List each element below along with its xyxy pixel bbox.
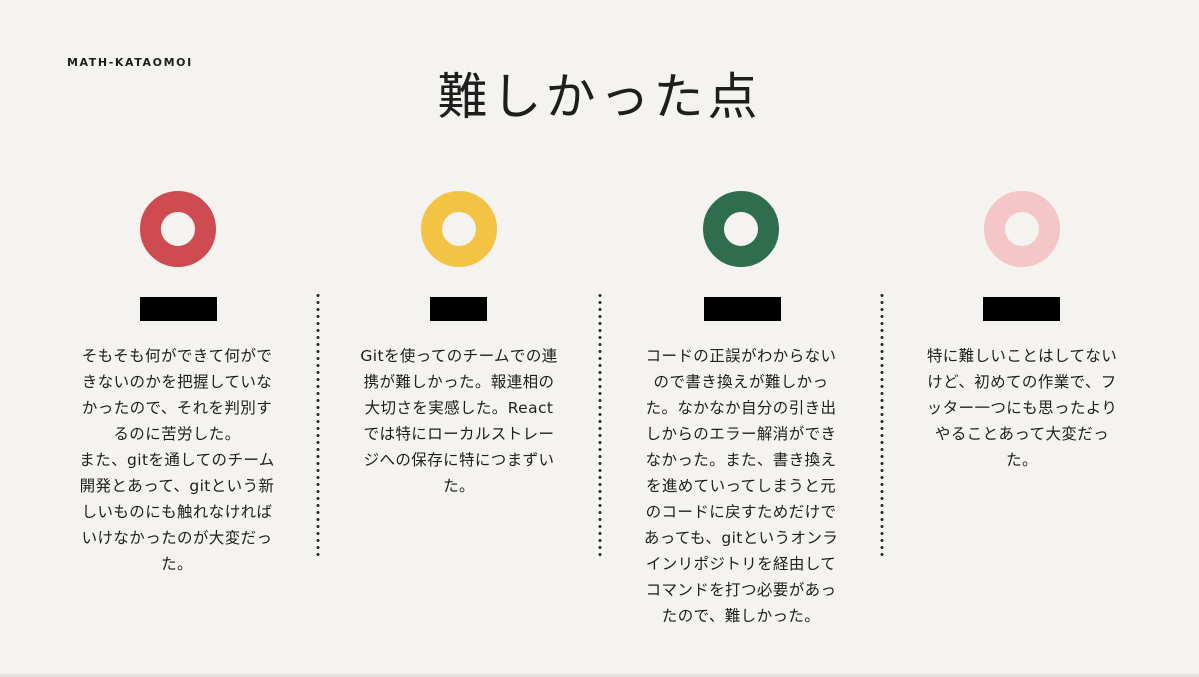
page-title: 難しかった点: [437, 68, 762, 126]
dotted-separator-3: [880, 292, 884, 556]
brand-label: MATH-KATAOMOI: [67, 56, 193, 69]
ring-icon-red: [140, 191, 216, 267]
column-text-1: そもそも何ができて何がで きないのかを把握していな かったので、それを判別す る…: [79, 347, 275, 573]
dotted-separator-2: [598, 292, 602, 556]
ring-icon-yellow: [421, 191, 497, 267]
redacted-name-3: [704, 297, 781, 321]
dotted-separator-1: [316, 292, 320, 556]
redacted-name-1: [140, 297, 217, 321]
column-text-3: コードの正誤がわからない ので書き換えが難しかっ た。なかなか自分の引き出 しか…: [643, 347, 839, 625]
redacted-name-2: [430, 297, 487, 321]
column-text-4: 特に難しいことはしてない けど、初めての作業で、フ ッター一つにも思ったより や…: [926, 347, 1118, 469]
redacted-name-4: [983, 297, 1060, 321]
ring-icon-green: [703, 191, 779, 267]
ring-icon-pink: [984, 191, 1060, 267]
footer-divider: [0, 674, 1199, 677]
column-text-2: Gitを使ってのチームでの連 携が難しかった。報連相の 大切さを実感した。Rea…: [360, 347, 558, 495]
